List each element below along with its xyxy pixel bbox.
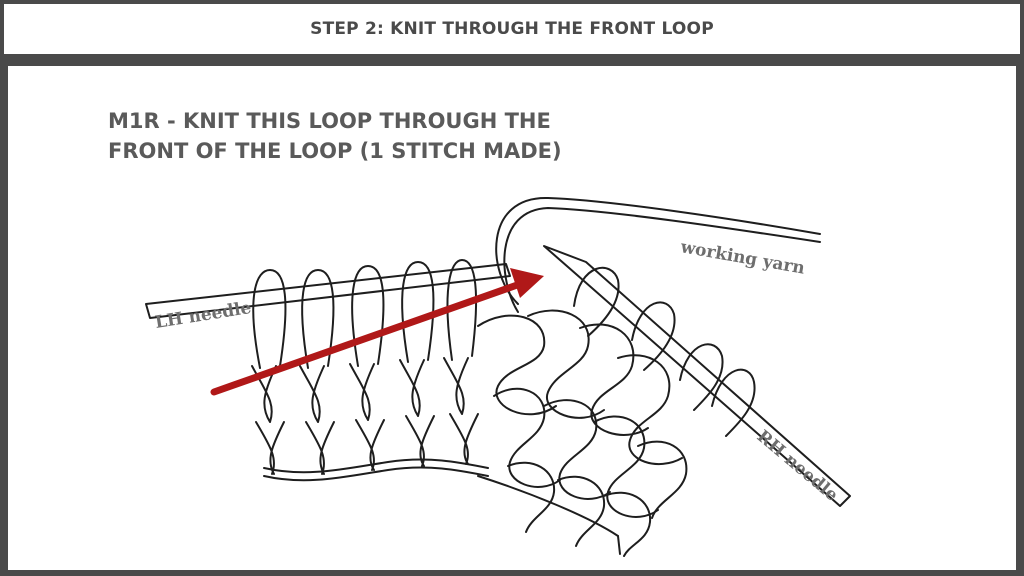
- diagram-panel: M1R - KNIT THIS LOOP THROUGH THE FRONT O…: [8, 66, 1016, 570]
- diagram-caption: M1R - KNIT THIS LOOP THROUGH THE FRONT O…: [108, 106, 568, 166]
- rh-needle: [543, 245, 851, 507]
- lh-needle: [145, 263, 511, 319]
- knitting-illustration: working yarn LH needle RH needle: [145, 196, 851, 557]
- caption-line-2: FRONT OF THE LOOP (1 STITCH MADE): [108, 139, 562, 163]
- step-title: STEP 2: KNIT THROUGH THE FRONT LOOP: [310, 19, 714, 39]
- rh-needle-label: RH needle: [753, 427, 842, 506]
- working-yarn: [495, 196, 821, 313]
- left-knit-fabric: [251, 357, 489, 482]
- direction-arrow: [210, 268, 544, 396]
- right-knit-fabric: [477, 266, 756, 557]
- caption-line-1: M1R - KNIT THIS LOOP THROUGH THE: [108, 109, 551, 133]
- title-bar: STEP 2: KNIT THROUGH THE FRONT LOOP: [4, 4, 1020, 54]
- working-yarn-label: working yarn: [678, 237, 806, 279]
